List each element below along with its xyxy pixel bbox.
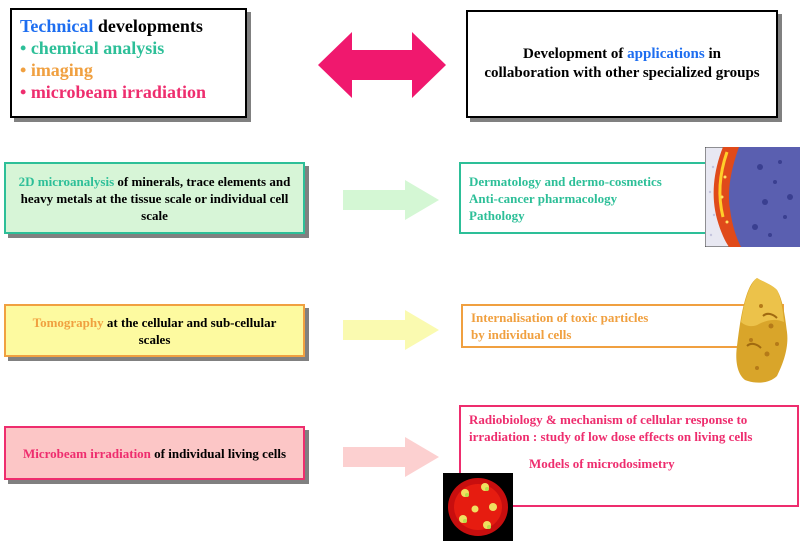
application-line: Anti-cancer pharmacology <box>469 190 618 206</box>
arrow-right-icon <box>343 180 439 220</box>
technical-title: Technical developments <box>20 15 237 37</box>
application-line: by individual cells <box>471 327 572 342</box>
applications-text: Development of applications in collabora… <box>482 45 762 83</box>
technique-text: Tomography at the cellular and sub-cellu… <box>16 314 293 348</box>
application-line: Internalisation of toxic particles <box>471 310 649 325</box>
technique-box-microbeam: Microbeam irradiation of individual livi… <box>4 426 305 480</box>
tech-item-label: microbeam irradiation <box>30 82 206 102</box>
technique-text: Microbeam irradiation of individual livi… <box>23 445 286 462</box>
technique-rest: at the cellular and sub-cellular scales <box>106 314 277 347</box>
skin-section-image <box>705 147 800 247</box>
cell-nucleus-image <box>443 473 513 541</box>
application-box-radiobiology: Radiobiology & mechanism of cellular res… <box>459 405 799 507</box>
tech-item-imaging: • imaging <box>20 59 237 81</box>
bullet: • <box>20 82 27 102</box>
application-box-internalisation: Internalisation of toxic particles by in… <box>461 304 784 348</box>
tech-item-microbeam: • microbeam irradiation <box>20 81 237 103</box>
tech-item-chemical-analysis: • chemical analysis <box>20 37 237 59</box>
technique-text: 2D microanalysis of minerals, trace elem… <box>16 173 293 224</box>
applications-box: Development of applications in collabora… <box>466 10 778 118</box>
application-line: Dermatology and dermo-cosmetics <box>469 173 662 189</box>
technical-title-word: Technical <box>20 16 94 36</box>
applications-highlight: applications <box>627 46 705 62</box>
application-box-dermatology: Dermatology and dermo-cosmetics Anti-can… <box>459 162 712 234</box>
technique-highlight: Tomography <box>32 314 104 330</box>
bullet: • <box>20 38 27 58</box>
technique-box-tomography: Tomography at the cellular and sub-cellu… <box>4 304 305 357</box>
technique-highlight: Microbeam irradiation <box>22 445 151 461</box>
arrow-right-icon <box>343 310 439 350</box>
cell-tomography-image <box>736 278 788 383</box>
technique-highlight: 2D microanalysis <box>18 173 115 189</box>
technique-rest: of minerals, trace elements and heavy me… <box>20 173 291 223</box>
application-text: Radiobiology & mechanism of cellular res… <box>469 412 753 444</box>
arrow-right-icon <box>343 437 439 477</box>
applications-prefix: Development of <box>523 46 624 62</box>
technical-developments-box: Technical developments • chemical analys… <box>10 8 247 118</box>
technique-rest: of individual living cells <box>154 445 287 461</box>
technique-box-microanalysis: 2D microanalysis of minerals, trace elem… <box>4 162 305 234</box>
tech-item-label: chemical analysis <box>30 38 165 58</box>
technical-title-rest: developments <box>97 16 203 36</box>
bullet: • <box>20 60 27 80</box>
application-line: Pathology <box>469 207 525 223</box>
applications-rest: in collaboration with other specialized … <box>484 46 760 81</box>
double-arrow-icon <box>318 32 446 98</box>
application-subtext: Models of microdosimetry <box>529 456 675 471</box>
tech-item-label: imaging <box>30 60 93 80</box>
